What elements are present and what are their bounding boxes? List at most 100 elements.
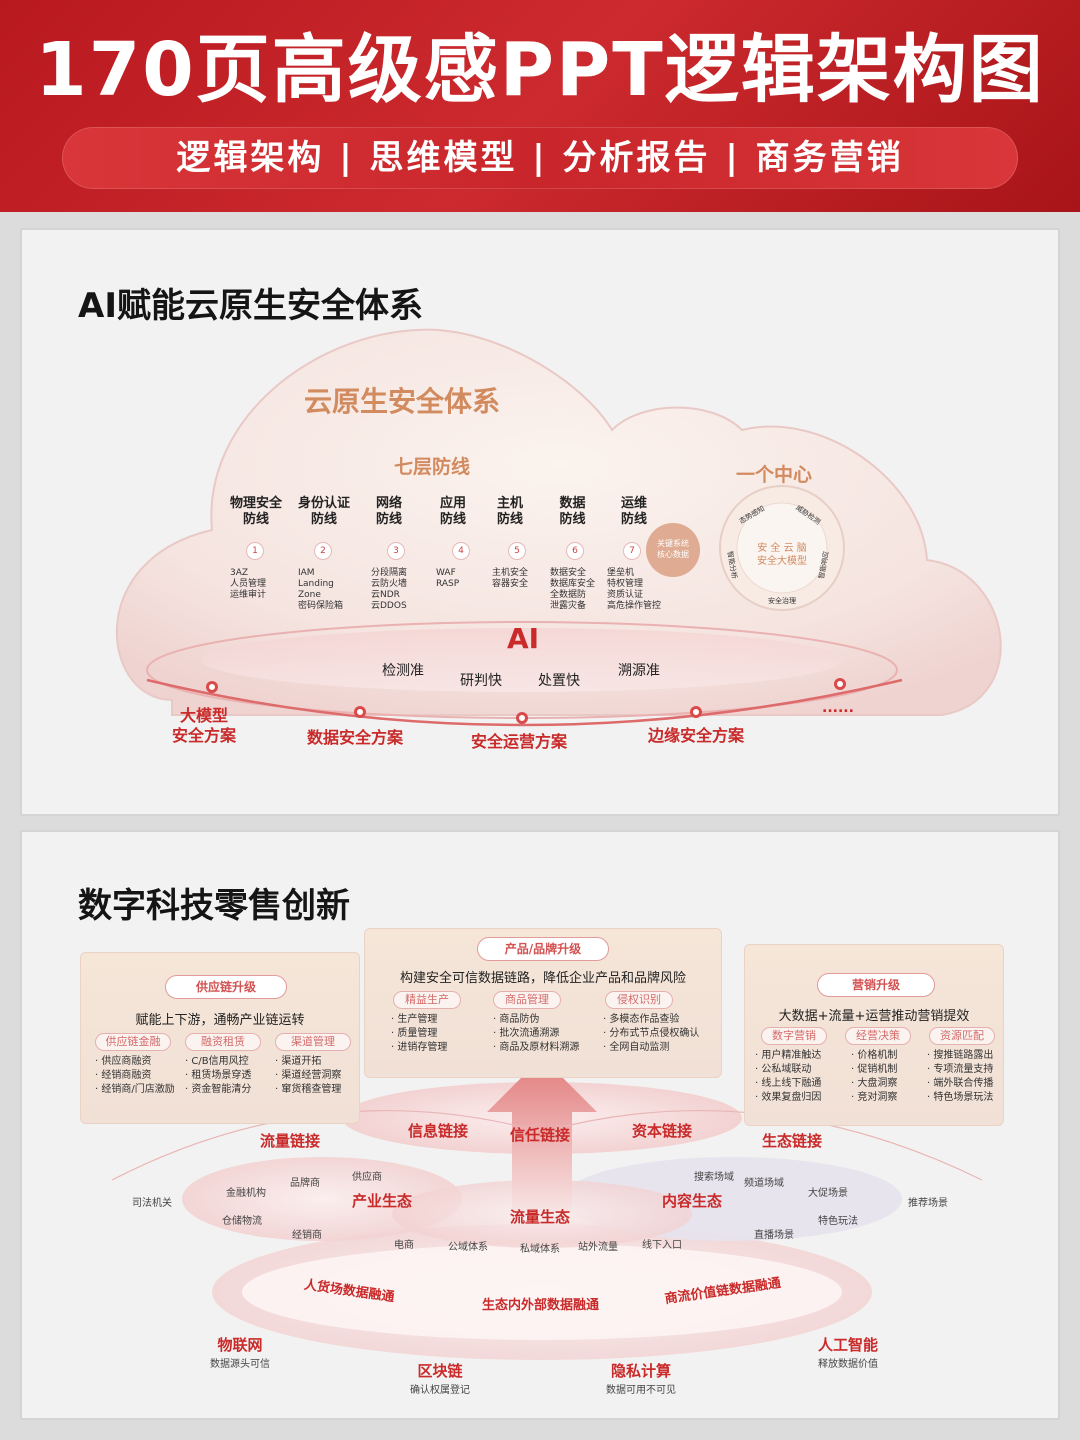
product-col1-item: 进销存管理 <box>391 1041 447 1055</box>
product-col3-item: 全网自动监测 <box>603 1041 699 1055</box>
fusion-ring-inner <box>242 1244 842 1340</box>
node-brand: 品牌商 <box>290 1178 320 1189</box>
solution-dot-2 <box>354 706 366 718</box>
layer-title-line2: 防线 <box>559 512 586 527</box>
core-data-badge-bg <box>646 523 700 577</box>
ecosystem-graphic <box>111 1057 983 1360</box>
supply-col2-item: 租赁场景穿透 <box>185 1069 251 1083</box>
layer-title: 网络防线 <box>371 496 407 528</box>
layer-title-line2: 防线 <box>311 512 338 527</box>
solution-1-line2: 安全方案 <box>172 726 237 745</box>
center-inner-line1: 安 全 云 脑 <box>757 543 807 554</box>
cloud-shape <box>115 328 1002 716</box>
layer-item: 资质认证 <box>607 590 644 600</box>
tech-privacy-desc: 数据可用不可见 <box>606 1385 676 1396</box>
node-logistics: 仓储物流 <box>222 1216 262 1227</box>
layer-title: 运维防线 <box>607 496 661 528</box>
tag-lean-production: 精益生产 <box>393 991 461 1009</box>
layer-item: IAM <box>298 568 315 578</box>
product-brand-desc: 构建安全可信数据链路，降低企业产品和品牌风险 <box>399 971 686 986</box>
layer-title-line2: 防线 <box>243 512 270 527</box>
product-col2-item: 商品及原材料溯源 <box>493 1041 579 1055</box>
center-inner-line2: 安全大模型 <box>757 556 807 567</box>
marketing-col-2: 价格机制 促销机制 大盘洞察 竞对洞察 <box>851 1049 897 1105</box>
tag-supply-finance: 供应链金融 <box>95 1033 171 1051</box>
layer-title: 物理安全防线 <box>230 496 282 528</box>
solution-dot-1 <box>206 681 218 693</box>
product-brand-title: 产品/品牌升级 <box>477 937 609 961</box>
marketing-col1-item: 线上线下融通 <box>755 1077 821 1091</box>
ai-word-2: 研判快 <box>460 673 502 689</box>
node-offsite-traffic: 站外流量 <box>578 1242 618 1253</box>
solution-dot-5 <box>834 678 846 690</box>
layer-item: Zone <box>298 590 321 600</box>
solution-label-5: ...... <box>822 700 854 716</box>
tech-iot-name: 物联网 <box>217 1336 263 1354</box>
ring-label-bottom: 安全治理 <box>768 597 796 605</box>
marketing-col-1: 用户精准触达 公私域联动 线上线下融通 效果复盘归因 <box>755 1049 821 1105</box>
node-supplier: 供应商 <box>352 1172 382 1183</box>
layer-title-line1: 主机 <box>497 496 524 511</box>
layer-number: 1 <box>246 542 264 560</box>
page-title: 170页高级感PPT逻辑架构图 <box>35 27 1045 113</box>
center-inner-label: 安 全 云 脑 安全大模型 <box>737 542 827 568</box>
panel1-title: AI赋能云原生安全体系 <box>78 286 423 326</box>
layer-item: 容器安全 <box>492 579 529 589</box>
link-arc <box>111 1109 983 1181</box>
layer-items: 堡垒机特权管理资质认证高危操作管控 <box>607 568 661 612</box>
tech-ai-name: 人工智能 <box>818 1336 879 1354</box>
node-public-domain: 公域体系 <box>448 1242 488 1253</box>
solution-label-1: 大模型 安全方案 <box>172 706 236 746</box>
marketing-col2-item: 价格机制 <box>851 1049 897 1063</box>
layer-title-line1: 身份认证 <box>298 496 351 511</box>
solution-label-4: 边缘安全方案 <box>648 726 745 745</box>
marketing-col2-item: 大盘洞察 <box>851 1077 897 1091</box>
layer-item: 3AZ <box>230 568 249 578</box>
product-col3-item: 多模态作品查验 <box>603 1013 699 1027</box>
tag-channel: 渠道管理 <box>275 1033 351 1051</box>
marketing-col1-item: 公私域联动 <box>755 1063 821 1077</box>
product-brand-box: 产品/品牌升级 构建安全可信数据链路，降低企业产品和品牌风险 精益生产 商品管理… <box>364 928 722 1078</box>
product-col-2: 商品防伪 批次流通溯源 商品及原材料溯源 <box>493 1013 579 1055</box>
layer-item: 分段隔离 <box>371 568 408 578</box>
subtitle-text: 逻辑架构 | 思维模型 | 分析报告 | 商务营销 <box>176 138 904 178</box>
solution-dot-4 <box>690 706 702 718</box>
layer-title-line1: 应用 <box>439 496 466 511</box>
layer-number: 6 <box>566 542 584 560</box>
core-badge-line1: 关键系统 <box>657 539 689 548</box>
product-col-3: 多模态作品查验 分布式节点侵权确认 全网自动监测 <box>603 1013 699 1055</box>
layer-item: 主机安全 <box>492 568 529 578</box>
product-col-1: 生产管理 质量管理 进销存管理 <box>391 1013 447 1055</box>
tech-blockchain: 区块链 确认权属登记 <box>410 1360 470 1396</box>
node-finance: 金融机构 <box>226 1188 266 1199</box>
layer-title-line1: 数据 <box>559 496 586 511</box>
solution-label-3: 安全运营方案 <box>471 732 568 751</box>
layer-item: 全数据防 <box>550 590 587 600</box>
supply-col-2: C/B信用风控 租赁场景穿透 资金智能清分 <box>185 1055 251 1097</box>
layer-title-line1: 网络 <box>376 496 403 511</box>
layer-item: 泄露灾备 <box>550 601 587 611</box>
panel-retail-innovation: 数字科技零售创新 供应链升级 赋能上下游，通畅产业链运转 供应链金融 融资租赁 … <box>20 830 1060 1420</box>
tag-leasing: 融资租赁 <box>185 1033 261 1051</box>
layer-title-line1: 物理安全 <box>230 496 283 511</box>
marketing-title: 营销升级 <box>817 973 935 997</box>
node-special-play: 特色玩法 <box>818 1216 858 1227</box>
solution-1-line1: 大模型 <box>180 706 229 725</box>
supply-col2-item: 资金智能清分 <box>185 1083 251 1097</box>
layer-items: 数据安全数据库安全全数据防泄露灾备 <box>550 568 595 612</box>
layer-6: 数据防线 6 数据安全数据库安全全数据防泄露灾备 <box>550 496 595 612</box>
layer-item: 数据库安全 <box>550 579 596 589</box>
layer-item: 运维审计 <box>230 590 267 600</box>
product-col2-item: 批次流通溯源 <box>493 1027 579 1041</box>
tag-digital-marketing: 数字营销 <box>761 1027 827 1045</box>
layer-title-line2: 防线 <box>497 512 524 527</box>
marketing-col3-item: 端外联合传播 <box>927 1077 993 1091</box>
ai-label: AI <box>507 622 540 655</box>
product-col1-item: 生产管理 <box>391 1013 447 1027</box>
